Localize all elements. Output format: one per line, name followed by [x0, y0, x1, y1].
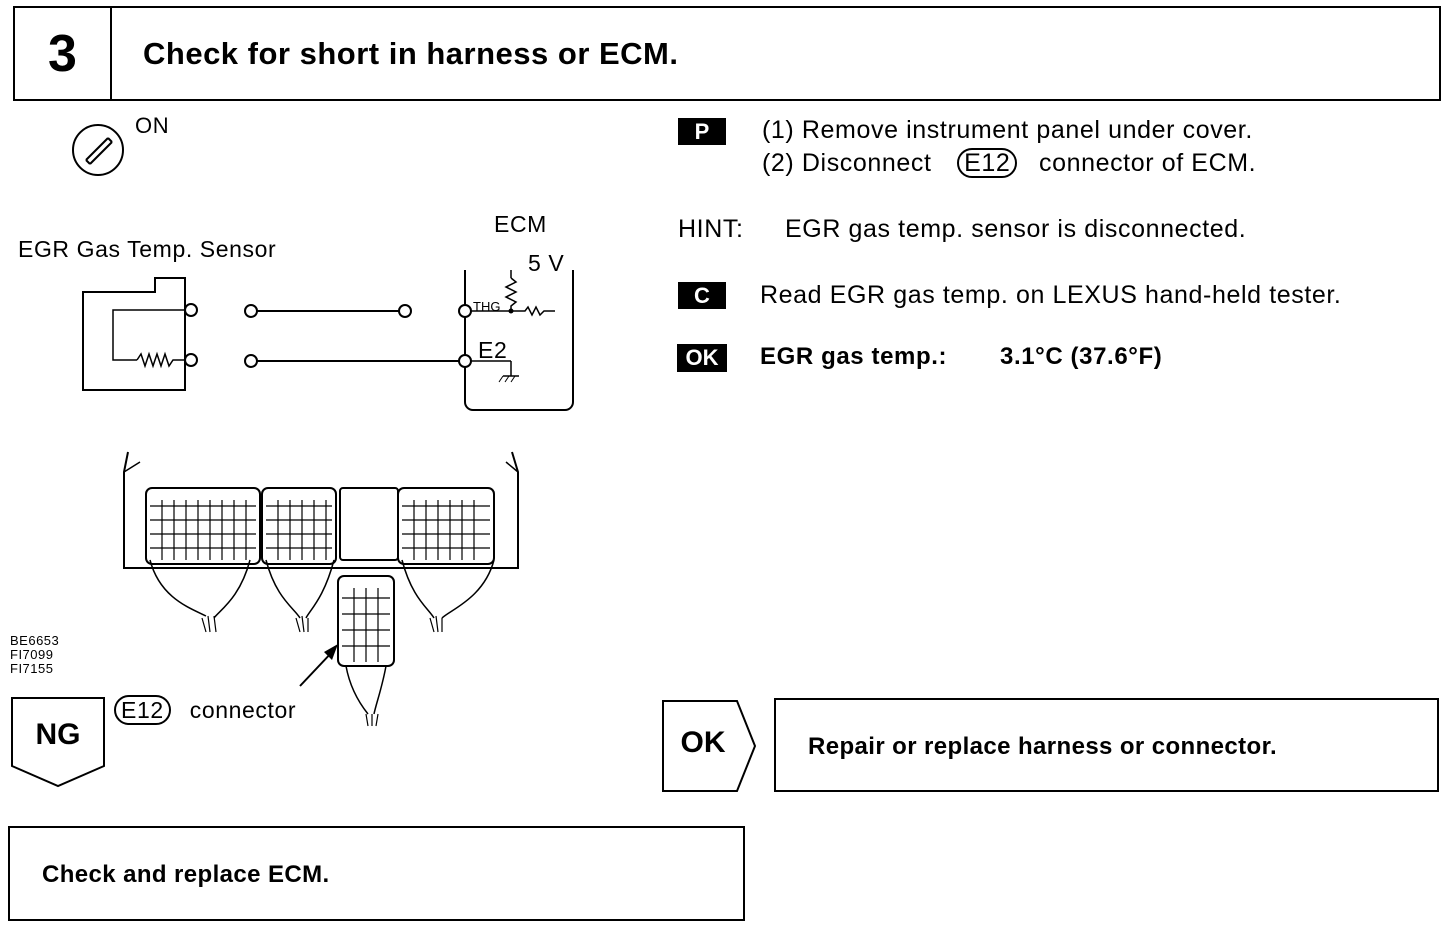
ng-action-box: Check and replace ECM. [8, 826, 745, 921]
ecm-connector-illustration [123, 451, 519, 727]
hint-label: HINT: [678, 215, 744, 243]
figure-code-1: BE6653 [10, 633, 60, 648]
ecm-label: ECM [494, 211, 547, 237]
ok-action-box: Repair or replace harness or connector. [774, 698, 1439, 792]
step-number: 3 [15, 8, 112, 99]
ok-spec-value: 3.1°C (37.6°F) [1000, 343, 1163, 370]
wiring-diagram [82, 270, 574, 411]
step-title: Check for short in harness or ECM. [143, 36, 679, 71]
e2-label: E2 [478, 337, 508, 363]
prep-step-2-suffix: connector of ECM. [1038, 149, 1257, 177]
prep-step-2: (2) Disconnect E12 connector of ECM. [762, 148, 1256, 178]
check-text: Read EGR gas temp. on LEXUS hand-held te… [760, 281, 1342, 309]
ng-label: NG [35, 718, 81, 751]
voltage-label: 5 V [528, 250, 565, 276]
ignition-on-label: ON [135, 113, 170, 138]
check-badge: C [678, 282, 726, 309]
figure-code-3: FI7155 [10, 661, 54, 676]
connector-caption: E12 connector [114, 695, 296, 725]
prep-step-1: (1) Remove instrument panel under cover. [762, 116, 1253, 144]
prep-badge: P [678, 118, 726, 145]
step-header: 3 Check for short in harness or ECM. [13, 6, 1441, 101]
connector-word: connector [189, 697, 297, 723]
connector-id: E12 [114, 695, 171, 725]
ng-action-text: Check and replace ECM. [42, 861, 330, 888]
ok-spec-badge: OK [677, 344, 727, 372]
hint-text: EGR gas temp. sensor is disconnected. [785, 215, 1247, 243]
ok-arrow-shape [662, 700, 757, 792]
prep-step-2-prefix: (2) Disconnect [762, 149, 932, 177]
ignition-key-icon [72, 124, 124, 176]
ok-spec-label: EGR gas temp.: [760, 343, 948, 370]
ok-label: OK [680, 726, 726, 759]
sensor-label: EGR Gas Temp. Sensor [18, 236, 277, 262]
ok-action-text: Repair or replace harness or connector. [808, 733, 1278, 760]
prep-step-2-connector: E12 [957, 148, 1018, 178]
figure-code-2: FI7099 [10, 647, 54, 662]
ng-arrow-shape [11, 697, 105, 788]
